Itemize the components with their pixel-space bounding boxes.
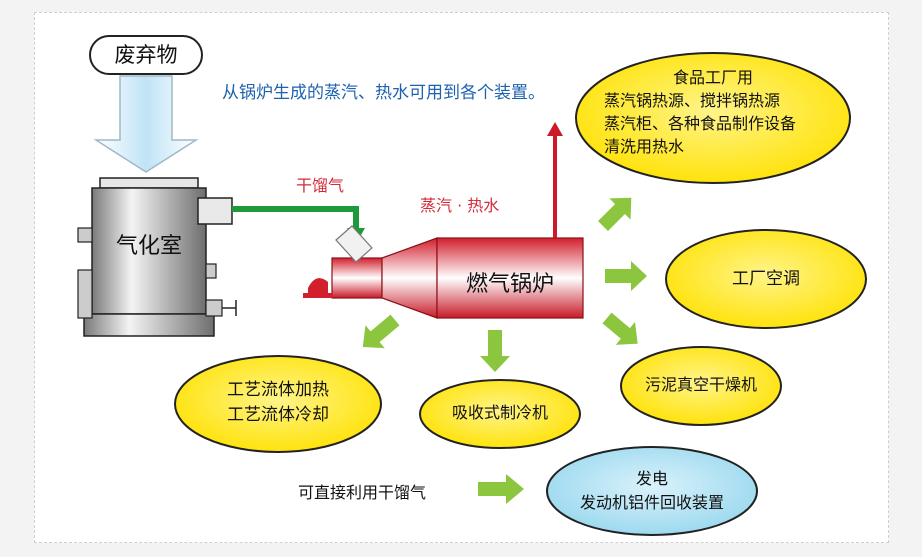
food-factory-title: 食品工厂用 bbox=[672, 68, 753, 87]
arrow-to-absorption-chiller bbox=[480, 330, 510, 372]
arrow-to-power-gen bbox=[478, 474, 524, 504]
process-fluid-line: 工艺流体加热 bbox=[227, 380, 329, 400]
steam-hot-water-label: 蒸汽 · 热水 bbox=[420, 196, 500, 215]
power-gen-text: 发电 发动机铝件回收装置 bbox=[547, 467, 757, 515]
food-factory-text: 食品工厂用 蒸汽锅热源、搅拌锅热源 蒸汽柜、各种食品制作设备 清洗用热水 bbox=[586, 66, 840, 158]
headline: 从锅炉生成的蒸汽、热水可用到各个装置。 bbox=[222, 83, 545, 103]
gasifier-chamber bbox=[77, 177, 237, 337]
arrow-to-process-fluid bbox=[362, 314, 400, 349]
food-factory-line: 清洗用热水 bbox=[604, 137, 685, 156]
food-factory-ellipse bbox=[575, 52, 851, 184]
waste-down-arrow bbox=[93, 75, 199, 173]
factory-ac-text: 工厂空调 bbox=[732, 269, 800, 289]
waste-box bbox=[89, 35, 203, 75]
boiler-label: 燃气锅炉 bbox=[465, 272, 554, 297]
power-gen-line: 发电 bbox=[635, 469, 668, 488]
process-fluid-text: 工艺流体加热 工艺流体冷却 bbox=[175, 378, 381, 428]
arrow-to-food-factory bbox=[598, 197, 632, 231]
arrow-to-factory-ac bbox=[605, 261, 647, 291]
absorption-chiller-ellipse bbox=[419, 379, 581, 449]
dry-gas-label: 干馏气 bbox=[296, 176, 345, 195]
waste-label: 废弃物 bbox=[114, 43, 178, 67]
process-fluid-ellipse bbox=[174, 355, 382, 453]
arrow-to-sludge-dryer bbox=[602, 312, 638, 345]
gas-boiler bbox=[303, 225, 584, 319]
process-fluid-line: 工艺流体冷却 bbox=[227, 405, 329, 425]
gasifier-label: 气化室 bbox=[115, 234, 182, 259]
direct-use-label: 可直接利用干馏气 bbox=[298, 483, 427, 502]
absorption-chiller-text: 吸收式制冷机 bbox=[451, 403, 548, 422]
dry-gas-pipe bbox=[232, 206, 359, 232]
food-factory-line: 蒸汽柜、各种食品制作设备 bbox=[604, 114, 797, 133]
power-gen-ellipse bbox=[546, 446, 758, 536]
sludge-dryer-text: 污泥真空干燥机 bbox=[644, 375, 757, 394]
power-gen-line: 发动机铝件回收装置 bbox=[579, 493, 724, 512]
steam-pipe-arrowhead bbox=[547, 122, 563, 136]
food-factory-line: 蒸汽锅热源、搅拌锅热源 bbox=[604, 91, 781, 110]
sludge-dryer-ellipse bbox=[620, 346, 782, 426]
factory-ac-ellipse bbox=[665, 229, 867, 329]
